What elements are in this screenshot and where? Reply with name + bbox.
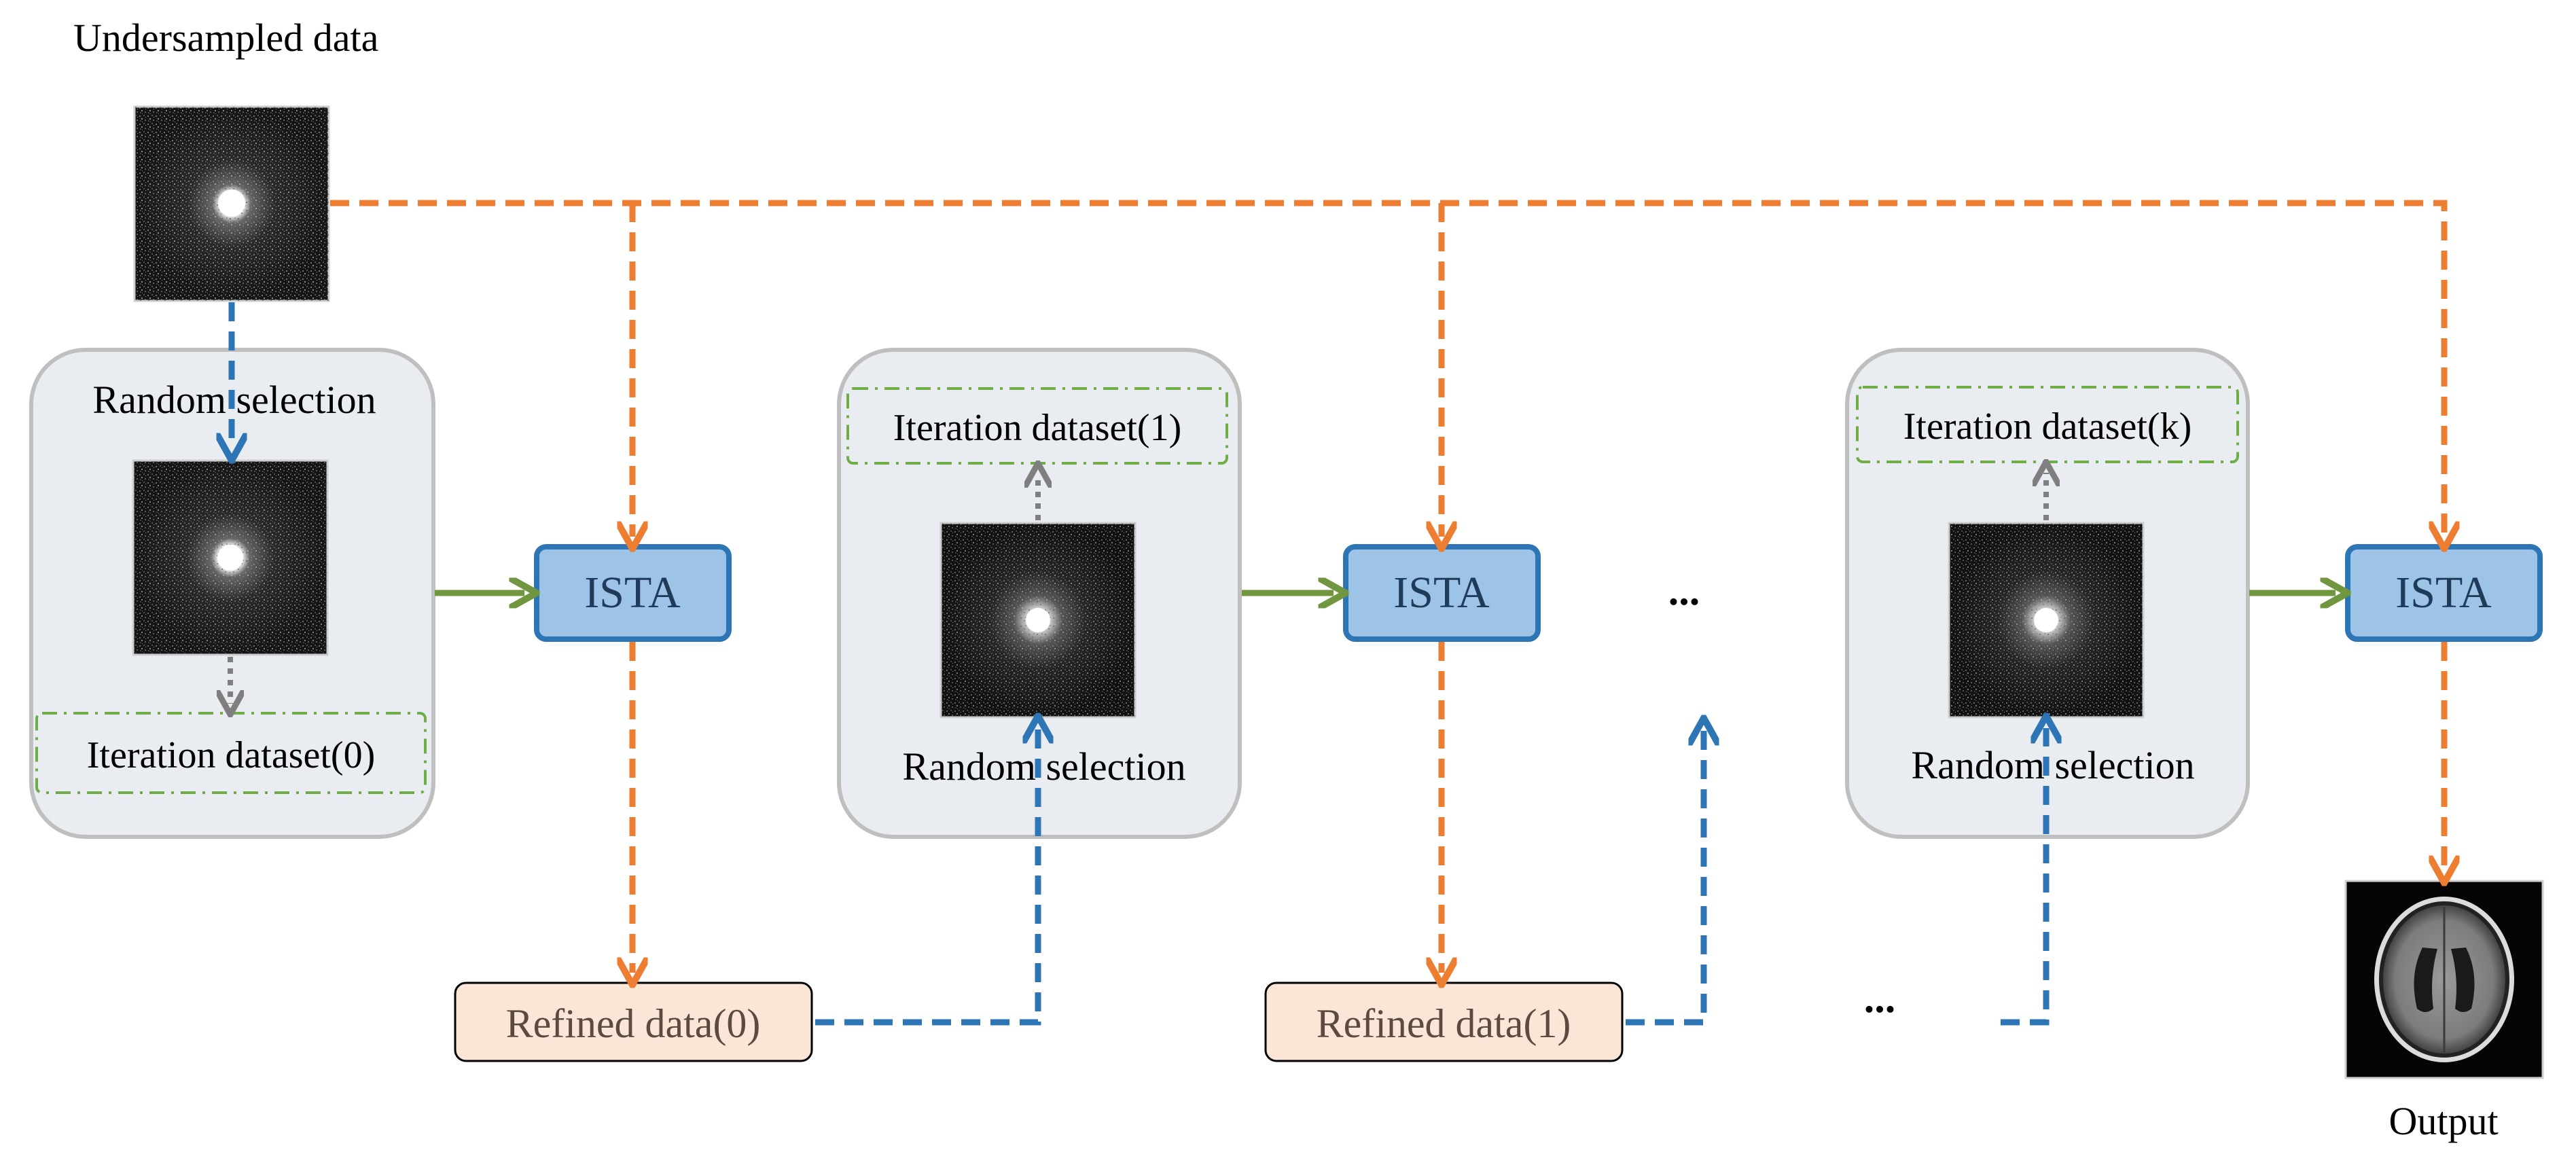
- random-selection-label-1: Random selection: [902, 744, 1185, 789]
- random-selection-label-2: Random selection: [1911, 743, 2194, 787]
- ellipsis-lower: ...: [1864, 975, 1896, 1022]
- random-selection-label-0: Random selection: [92, 378, 376, 422]
- ista-label-2: ISTA: [2395, 568, 2492, 617]
- ista-label-0: ISTA: [584, 568, 681, 617]
- undersampled-data-label: Undersampled data: [73, 16, 378, 60]
- ista-label-1: ISTA: [1393, 568, 1490, 617]
- ista-output-arrows: [632, 642, 2444, 973]
- iteration-dataset-label-1: Iteration dataset(1): [893, 407, 1181, 449]
- iteration-dataset-label-0: Iteration dataset(0): [87, 734, 375, 776]
- iteration-dataset-label-2: Iteration dataset(k): [1903, 406, 2192, 448]
- refined-data-label-1: Refined data(1): [1317, 1001, 1571, 1046]
- selected-kspace-image-0: [132, 459, 329, 656]
- random-selection-arrows: [232, 302, 2046, 1026]
- undersampled-feed-lines: [330, 200, 2444, 537]
- selected-kspace-image-1: [940, 522, 1137, 719]
- ellipsis-upper: ...: [1668, 568, 1700, 614]
- dataset-arrows: [230, 473, 2046, 704]
- selected-kspace-image-2: [1948, 522, 2145, 719]
- refined-data-label-0: Refined data(0): [506, 1001, 761, 1046]
- output-label: Output: [2389, 1099, 2498, 1143]
- undersampled-kspace-image: [133, 105, 330, 302]
- output-mr-image: [2344, 880, 2544, 1079]
